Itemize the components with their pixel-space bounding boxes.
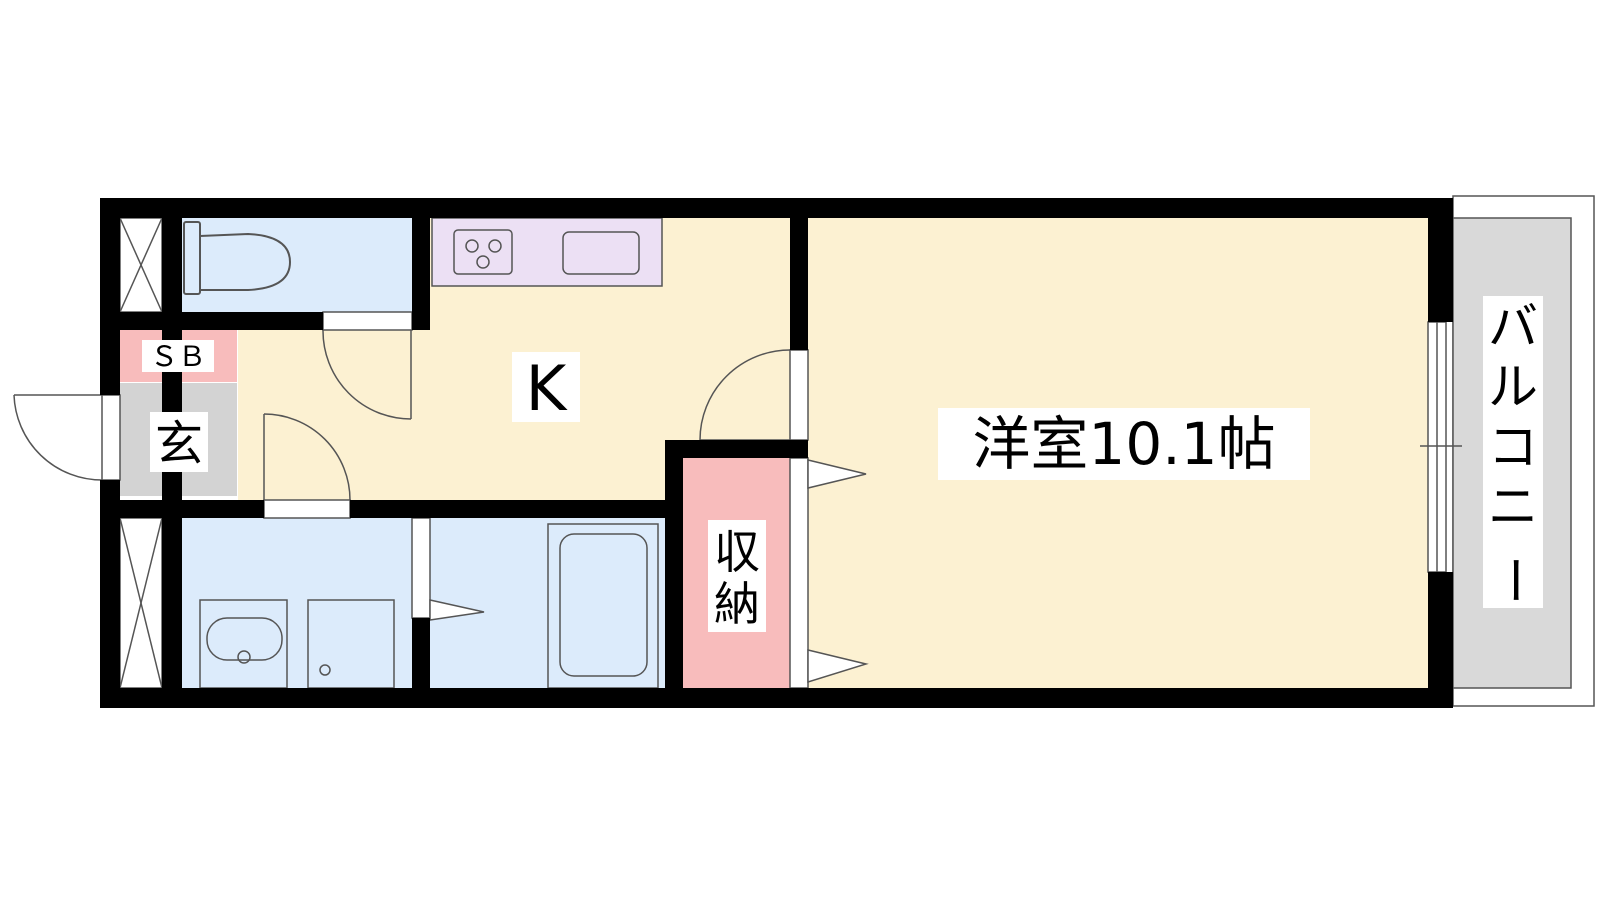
upper-cabinet [119,217,163,313]
balcony-label-char-1: バ [1488,298,1538,356]
lower-cabinet [119,517,163,689]
toilet-icon [183,221,292,295]
balcony-label-char-4: ニ [1488,478,1538,536]
toilet-door [322,311,413,420]
stove-icon [453,229,513,275]
balcony-label-char-2: ル [1488,358,1538,416]
closet-folding-doors [789,457,869,689]
shoe-box-label: ＳＢ [150,340,206,373]
shoe-box-label-bg [142,340,214,372]
kitchen-sink-icon [562,231,640,275]
kitchen-label: K [526,352,568,425]
western-room-label: 洋室10.1帖 [972,410,1275,478]
entrance-label: 玄 [155,416,203,472]
kitchen-counter [431,217,663,287]
washroom-floor [182,518,412,688]
closet-label-char-2: 納 [714,577,760,631]
entrance-door [13,394,121,481]
kitchen-label-bg [512,352,580,422]
balcony-label-char-3: コ [1488,418,1538,476]
entrance-label-bg [150,412,208,472]
balcony-label-bg [1483,296,1543,608]
closet-label-bg [708,520,766,632]
balcony-label-char-5: ー [1485,555,1543,605]
closet-label-char-1: 収 [714,525,760,579]
toilet-floor [182,218,412,312]
western-room-label-bg [938,408,1310,480]
